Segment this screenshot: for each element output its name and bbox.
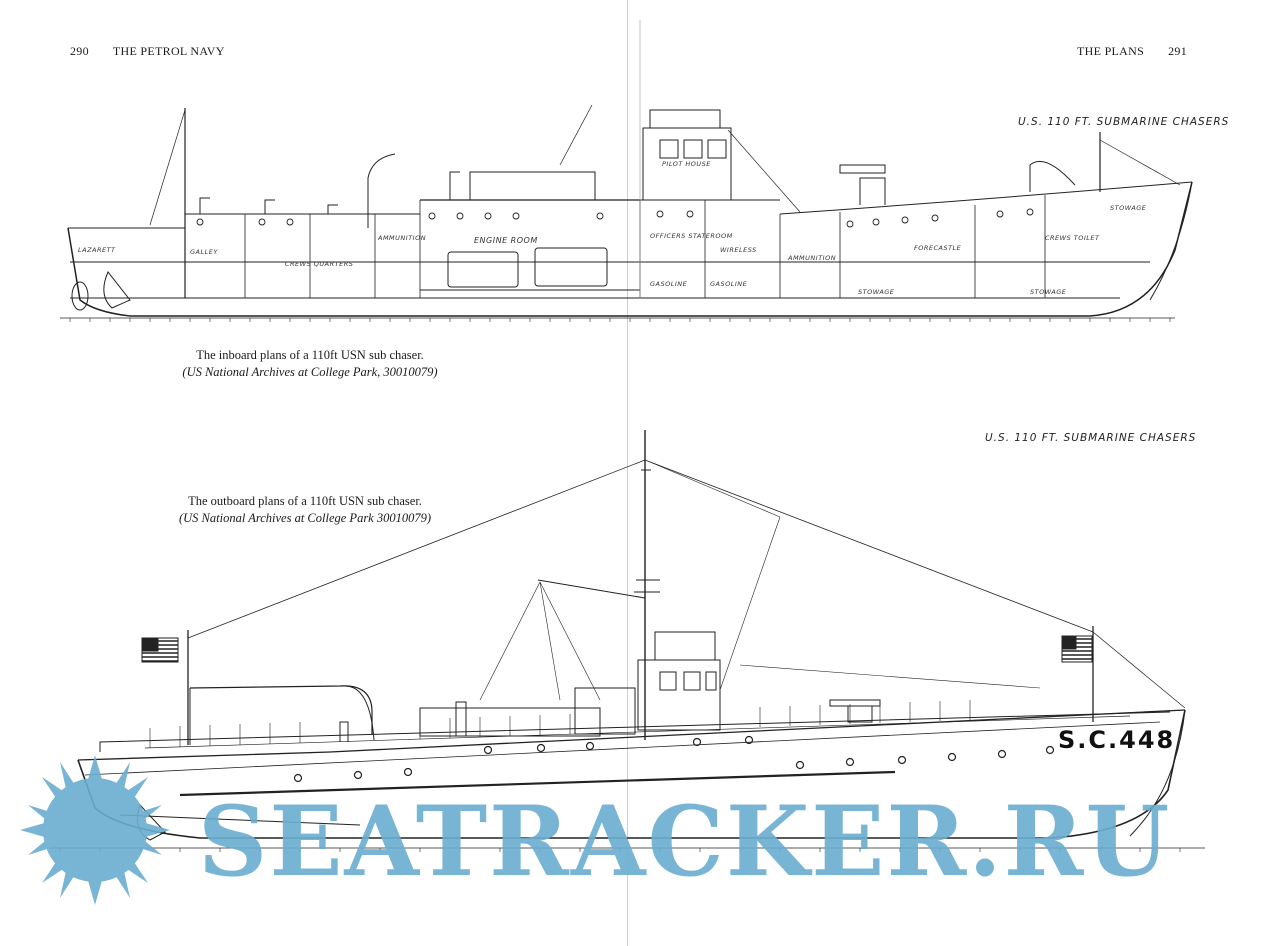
left-running-title: THE PETROL NAVY bbox=[112, 44, 225, 58]
right-page-number: 291 bbox=[1168, 44, 1187, 58]
inboard-drawing-title: U.S. 110 FT. SUBMARINE CHASERS bbox=[1018, 116, 1230, 128]
us-flag-fwd bbox=[1061, 635, 1093, 663]
inboard-caption-source: (US National Archives at College Park, 3… bbox=[182, 365, 438, 379]
label-lazarett: LAZARETT bbox=[78, 246, 116, 254]
label-stowage-bow: STOWAGE bbox=[1110, 204, 1147, 212]
label-officers-stateroom: OFFICERS STATEROOM bbox=[650, 232, 733, 240]
outboard-drawing-title: U.S. 110 FT. SUBMARINE CHASERS bbox=[985, 432, 1197, 444]
label-pilot-house: PILOT HOUSE bbox=[662, 160, 711, 168]
label-wireless: WIRELESS bbox=[720, 246, 757, 254]
watermark-text: SEATRACKER.RU bbox=[198, 785, 1172, 898]
left-running-head: 290 THE PETROL NAVY bbox=[70, 44, 225, 59]
label-crews-quarters: CREWS QUARTERS bbox=[285, 260, 354, 268]
inboard-portholes bbox=[196, 208, 1034, 228]
sun-burst-icon bbox=[20, 755, 170, 905]
inboard-caption: The inboard plans of a 110ft USN sub cha… bbox=[140, 347, 480, 381]
outboard-caption-source: (US National Archives at College Park 30… bbox=[178, 511, 432, 525]
us-flag-aft bbox=[141, 637, 179, 663]
inboard-plan bbox=[60, 20, 1193, 322]
right-running-title: THE PLANS bbox=[1077, 44, 1145, 58]
label-crews-toilet: CREWS TOILET bbox=[1045, 234, 1100, 242]
label-engine-room: ENGINE ROOM bbox=[474, 236, 538, 245]
outboard-portholes bbox=[293, 735, 1055, 783]
label-forecastle: FORECASTLE bbox=[914, 244, 962, 252]
label-ammunition-fwd: AMMUNITION bbox=[788, 254, 837, 262]
right-running-head: THE PLANS 291 bbox=[1077, 44, 1187, 59]
label-gasoline-1: GASOLINE bbox=[650, 280, 688, 288]
inboard-caption-text: The inboard plans of a 110ft USN sub cha… bbox=[196, 348, 424, 362]
outboard-caption-text: The outboard plans of a 110ft USN sub ch… bbox=[188, 494, 422, 508]
outboard-caption: The outboard plans of a 110ft USN sub ch… bbox=[140, 493, 470, 527]
label-galley: GALLEY bbox=[190, 248, 218, 256]
left-page-number: 290 bbox=[70, 44, 89, 58]
label-stowage-fwd: STOWAGE bbox=[1030, 288, 1067, 296]
hull-number: S.C.448 bbox=[1058, 726, 1176, 754]
label-stowage-lower: STOWAGE bbox=[858, 288, 895, 296]
page-gutter bbox=[627, 0, 628, 946]
label-ammunition-aft: AMMUNITION bbox=[378, 234, 427, 242]
label-gasoline-2: GASOLINE bbox=[710, 280, 748, 288]
frame-ticks bbox=[69, 318, 1171, 322]
